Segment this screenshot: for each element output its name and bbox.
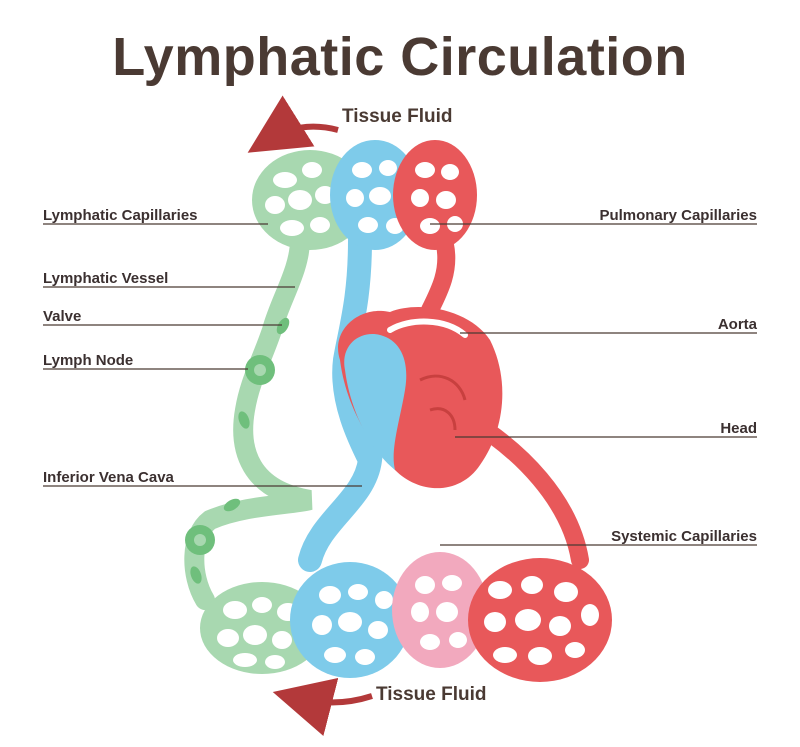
leader-lines bbox=[43, 223, 757, 546]
label-lymphatic-capillaries: Lymphatic Capillaries bbox=[43, 207, 198, 224]
arterial-system bbox=[393, 140, 612, 682]
label-lymphatic-vessel: Lymphatic Vessel bbox=[43, 270, 168, 287]
tissue-fluid-bottom-arrow bbox=[272, 677, 373, 736]
label-lymph-node: Lymph Node bbox=[43, 352, 133, 369]
venous-system bbox=[290, 140, 420, 678]
label-systemic-capillaries: Systemic Capillaries bbox=[611, 528, 757, 545]
heart bbox=[338, 307, 503, 489]
label-head: Head bbox=[720, 420, 757, 437]
tissue-fluid-top-arrow bbox=[247, 95, 339, 153]
label-aorta: Aorta bbox=[718, 316, 758, 333]
label-valve: Valve bbox=[43, 308, 81, 325]
tissue-fluid-top-label: Tissue Fluid bbox=[342, 106, 453, 127]
label-inferior-vena-cava: Inferior Vena Cava bbox=[43, 469, 175, 486]
systemic-capillaries-pink bbox=[392, 552, 488, 668]
page-title: Lymphatic Circulation bbox=[112, 27, 688, 87]
tissue-fluid-bottom-label: Tissue Fluid bbox=[376, 684, 487, 705]
label-pulmonary-capillaries: Pulmonary Capillaries bbox=[599, 207, 757, 224]
